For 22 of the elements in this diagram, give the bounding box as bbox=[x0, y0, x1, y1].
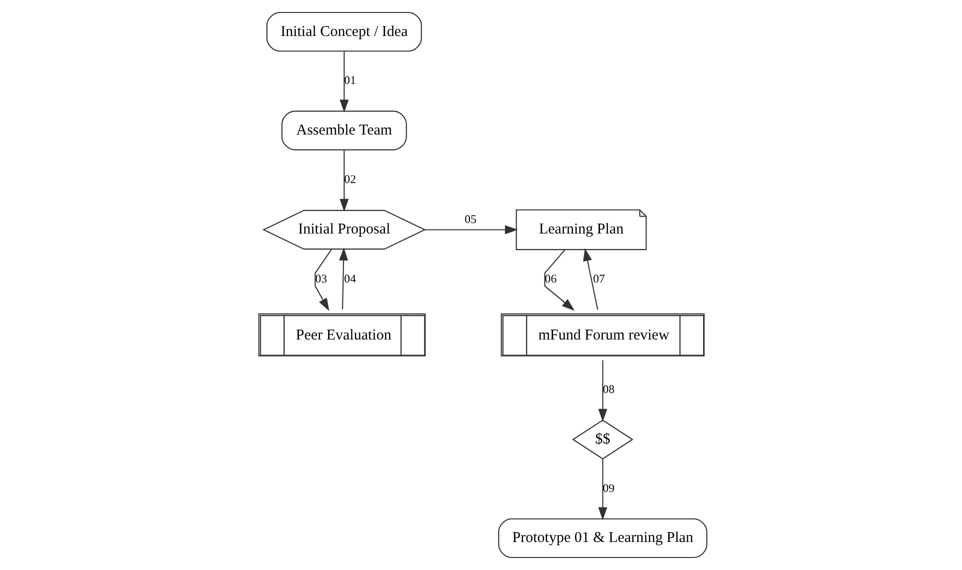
edge-label: 02 bbox=[344, 172, 356, 186]
edge-label: 04 bbox=[344, 272, 356, 286]
edge-label: 08 bbox=[602, 382, 614, 396]
edge-label: 06 bbox=[544, 272, 556, 286]
edge-label: 03 bbox=[314, 272, 326, 286]
edge-label: 05 bbox=[464, 212, 476, 226]
arrow bbox=[314, 249, 332, 312]
arrow bbox=[598, 360, 607, 422]
arrow bbox=[338, 248, 348, 310]
edge-label: 01 bbox=[344, 73, 356, 88]
edge-label: 07 bbox=[592, 272, 604, 286]
node-diamond: $$ bbox=[572, 420, 633, 460]
node-box: Initial Concept / Idea bbox=[266, 12, 422, 52]
arrow bbox=[582, 248, 598, 310]
arrow bbox=[598, 459, 607, 520]
node-box: Prototype 01 & Learning Plan bbox=[498, 518, 707, 558]
arrow bbox=[339, 51, 348, 112]
node-box: Assemble Team bbox=[280, 110, 406, 150]
edge-label: 09 bbox=[602, 480, 614, 495]
arrow bbox=[544, 250, 574, 311]
arrow bbox=[339, 150, 348, 212]
arrow bbox=[424, 225, 518, 234]
